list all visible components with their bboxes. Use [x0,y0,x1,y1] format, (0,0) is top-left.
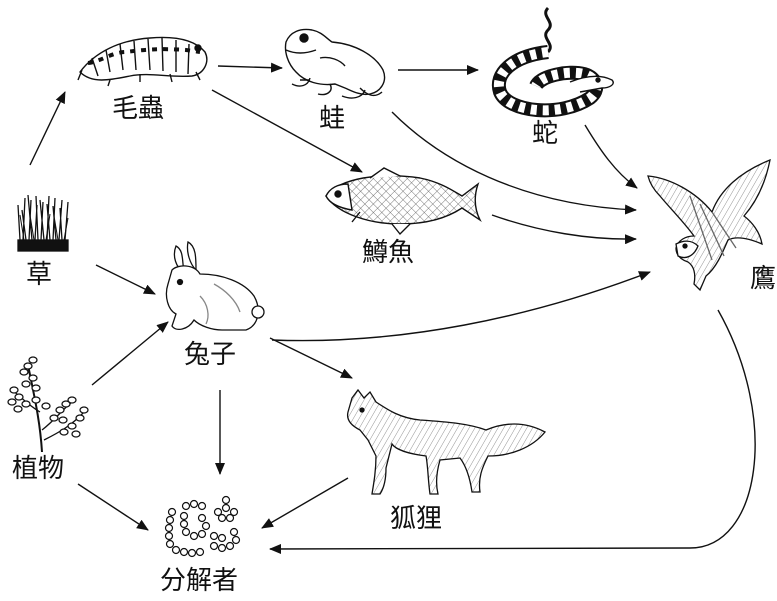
decomposer-picture [164,495,241,558]
arrow-frog-to-hawk [391,111,637,215]
snake-picture [491,6,614,118]
arrow-grass-to-caterpillar [29,91,66,166]
arrow-snake-to-hawk [584,124,638,189]
arrow-fox-to-decomposer [261,477,349,529]
arrow-trout-to-hawk [491,214,637,245]
trout-picture [325,167,482,236]
label-fox: 狐狸 [390,504,443,534]
plant-picture [7,356,89,453]
label-plant: 植物 [12,454,65,484]
arrow-rabbit-to-fox [269,337,353,379]
label-rabbit: 兔子 [184,340,237,370]
arrow-caterpillar-to-frog [217,62,283,73]
label-frog: 蛙 [319,104,346,134]
label-trout: 鱒魚 [362,238,415,268]
arrow-grass-to-rabbit [95,264,156,295]
label-snake: 蛇 [532,119,559,149]
frog-picture [284,28,386,99]
hawk-picture [647,158,771,292]
food-web-arrows [29,62,756,554]
label-decomposer: 分解者 [160,566,239,596]
fox-picture [346,388,547,495]
arrow-caterpillar-to-trout [211,89,363,173]
arrow-plant-to-decomposer [77,483,149,531]
arrow-rabbit-to-hawk [271,271,651,342]
arrow-plant-to-rabbit [91,321,169,386]
grass-picture [17,194,69,252]
arrow-hawk-to-decomposer [269,309,756,554]
label-grass: 草 [26,260,53,290]
caterpillar-picture [77,36,208,87]
label-caterpillar: 毛蟲 [112,94,165,124]
label-hawk: 鷹 [750,264,777,294]
rabbit-picture [165,241,265,331]
